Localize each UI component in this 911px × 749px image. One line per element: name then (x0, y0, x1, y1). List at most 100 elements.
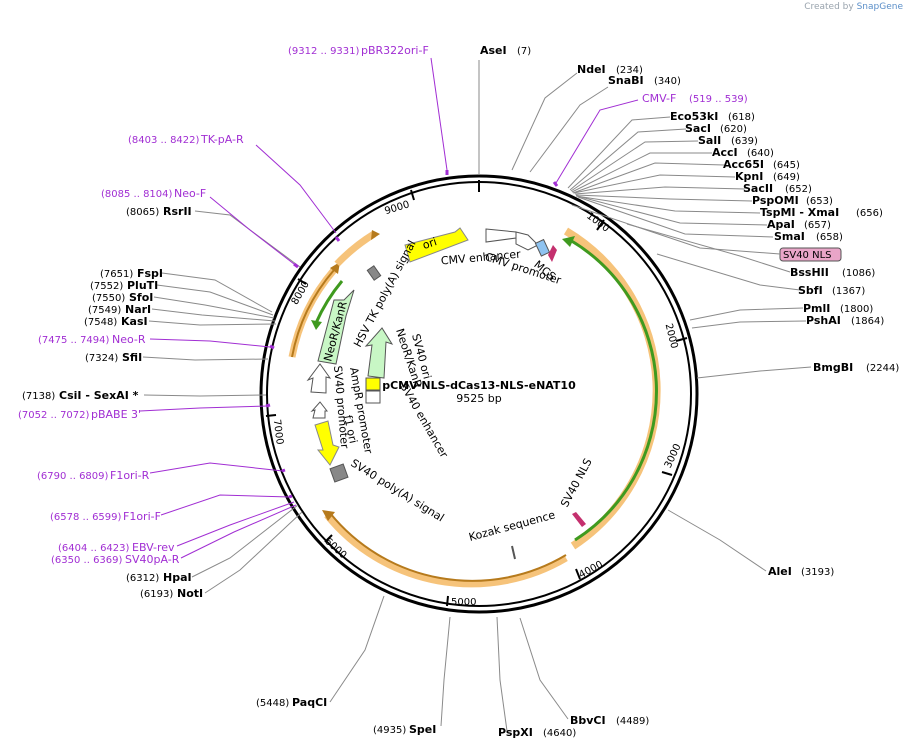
lower-brown-arc (329, 512, 567, 582)
enzyme-kpni[interactable]: KpnI (735, 170, 763, 183)
enzyme-sfii[interactable]: SfiI (122, 351, 142, 364)
enzyme-acci-pos: (640) (747, 148, 774, 159)
enzyme-snabi-pos: (340) (654, 76, 681, 87)
enzymes-bottom: BbvCI (4489) PspXI (4640) SpeI (4935) Pa… (256, 696, 649, 739)
tick-label-2000: 2000 (663, 322, 680, 349)
enzyme-acci[interactable]: AccI (712, 146, 738, 159)
enzyme-hpai[interactable]: HpaI (163, 571, 192, 584)
tick-3000 (661, 471, 673, 476)
enzyme-pspomi-pos: (653) (806, 196, 833, 207)
enzyme-rsrii-pos: (8065) (126, 207, 159, 218)
primer-pbabe-3-pos: (7052 .. 7072) (18, 410, 90, 421)
enzyme-acc65i-pos: (645) (773, 160, 800, 171)
enzyme-pshai[interactable]: PshAI (806, 314, 841, 327)
enzyme-spei[interactable]: SpeI (409, 723, 436, 736)
enzyme-pspomi[interactable]: PspOMI (752, 194, 799, 207)
enzyme-rsrii[interactable]: RsrII (163, 205, 192, 218)
primer-pbabe-3[interactable]: pBABE 3' (91, 408, 141, 421)
enzyme-kasi[interactable]: KasI (121, 315, 148, 328)
enzyme-pshai-pos: (1864) (851, 316, 884, 327)
ampr-promoter-feature (310, 401, 329, 419)
enzyme-bmgbi[interactable]: BmgBI (813, 361, 853, 374)
primer-sv40pa-r[interactable]: SV40pA-R (125, 553, 180, 566)
tick-5000 (446, 595, 449, 607)
cds-green-arrow-head (562, 236, 575, 247)
snapgene-brand: SnapGene (856, 2, 903, 12)
enzymes-right: AseI (7) NdeI (234) SnaBI (340) Eco53kI … (480, 44, 899, 578)
enzyme-pspxi[interactable]: PspXI (498, 726, 533, 739)
enzyme-paqci[interactable]: PaqCI (292, 696, 327, 709)
enzyme-pluti[interactable]: PluTI (127, 279, 158, 292)
enzyme-bbvci[interactable]: BbvCI (570, 714, 606, 727)
enzyme-bsshii-pos: (1086) (842, 268, 875, 279)
primer-neo-f[interactable]: Neo-F (174, 187, 206, 200)
primer-f1ori-r[interactable]: F1ori-R (110, 469, 150, 482)
ori-label: ori (421, 235, 439, 252)
enzyme-smai[interactable]: SmaI (774, 230, 805, 243)
enzyme-acc65i[interactable]: Acc65I (723, 158, 764, 171)
enzyme-alei[interactable]: AleI (768, 565, 792, 578)
enzyme-sali[interactable]: SalI (698, 134, 721, 147)
tick-label-5000: 5000 (451, 597, 476, 608)
kozak-mark (511, 545, 516, 560)
tick-label-4000: 4000 (577, 559, 605, 581)
primer-ebv-rev[interactable]: EBV-rev (132, 541, 175, 554)
enzyme-ndei-pos: (234) (616, 65, 643, 76)
neokan-inner-feature (364, 327, 394, 379)
sv40-enhancer-feature (365, 390, 381, 404)
enzyme-fspi-pos: (7651) (100, 269, 133, 280)
sv40-enhancer-label: SV40 enhancer (397, 381, 450, 460)
enzyme-asei[interactable]: AseI (480, 44, 507, 57)
enzyme-nari[interactable]: NarI (125, 303, 151, 316)
enzyme-noti[interactable]: NotI (177, 587, 203, 600)
enzyme-apai-pos: (657) (804, 220, 831, 231)
enzyme-tspmi-xmai[interactable]: TspMI - XmaI (760, 206, 839, 219)
sv40-polya-feature (329, 463, 349, 483)
primer-tk-pa-r[interactable]: TK-pA-R (200, 133, 244, 146)
enzyme-smai-pos: (658) (816, 232, 843, 243)
enzyme-sfoi[interactable]: SfoI (129, 291, 153, 304)
primer-pbr322ori-f-pos: (9312 .. 9331) (288, 46, 360, 57)
enzyme-bbvci-pos: (4489) (616, 716, 649, 727)
primer-neo-r[interactable]: Neo-R (112, 333, 146, 346)
cmv-enhancer-feature (485, 228, 517, 243)
f1-ori-feature (314, 420, 340, 466)
ori-feature (404, 227, 469, 263)
primers: (9312 .. 9331) pBR322ori-F CMV-F (519 ..… (18, 44, 748, 566)
enzyme-sacii-pos: (652) (785, 184, 812, 195)
tick-9000 (410, 189, 415, 201)
enzyme-sbfi[interactable]: SbfI (798, 284, 823, 297)
enzyme-nari-pos: (7549) (88, 305, 121, 316)
enzyme-pmli-pos: (1800) (840, 304, 873, 315)
enzyme-fspi[interactable]: FspI (137, 267, 163, 280)
enzyme-bsshii[interactable]: BssHII (790, 266, 829, 279)
enzyme-pmli[interactable]: PmlI (803, 302, 830, 315)
enzyme-eco53ki[interactable]: Eco53kI (670, 110, 718, 123)
enzyme-sacii[interactable]: SacII (743, 182, 773, 195)
upper-left-arc-head (371, 230, 380, 240)
enzyme-sbfi-pos: (1367) (832, 286, 865, 297)
enzyme-ndei[interactable]: NdeI (577, 63, 606, 76)
tick-label-7000: 7000 (271, 419, 285, 446)
primer-pbr322ori-f[interactable]: pBR322ori-F (361, 44, 429, 57)
kozak-label: Kozak sequence (467, 508, 556, 544)
plasmid-name: pCMV-NLS-dCas13-NLS-eNAT10 (382, 379, 576, 392)
primer-cmv-f[interactable]: CMV-F (642, 92, 676, 105)
enzyme-snabi[interactable]: SnaBI (608, 74, 644, 87)
enzyme-apai[interactable]: ApaI (767, 218, 795, 231)
enzyme-csii-sexai[interactable]: CsiI - SexAI * (59, 389, 139, 402)
enzyme-kasi-pos: (7548) (84, 317, 117, 328)
tick-2000 (675, 337, 688, 342)
sv40-nls-box[interactable] (779, 247, 842, 262)
sv40-nls-inner-label: SV40 NLS (558, 456, 595, 509)
enzyme-hpai-pos: (6312) (126, 573, 159, 584)
primer-f1ori-f[interactable]: F1ori-F (123, 510, 161, 523)
sv40-promoter-left-feature (306, 363, 332, 394)
tick-7000 (265, 414, 277, 417)
sv40-ori-feature (365, 377, 381, 391)
tick-label-1000: 1000 (584, 211, 611, 235)
enzyme-pspxi-pos: (4640) (543, 728, 576, 739)
enzymes-left: RsrII (8065) FspI (7651) PluTI (7552) Sf… (22, 205, 203, 600)
enzyme-saci[interactable]: SacI (685, 122, 711, 135)
